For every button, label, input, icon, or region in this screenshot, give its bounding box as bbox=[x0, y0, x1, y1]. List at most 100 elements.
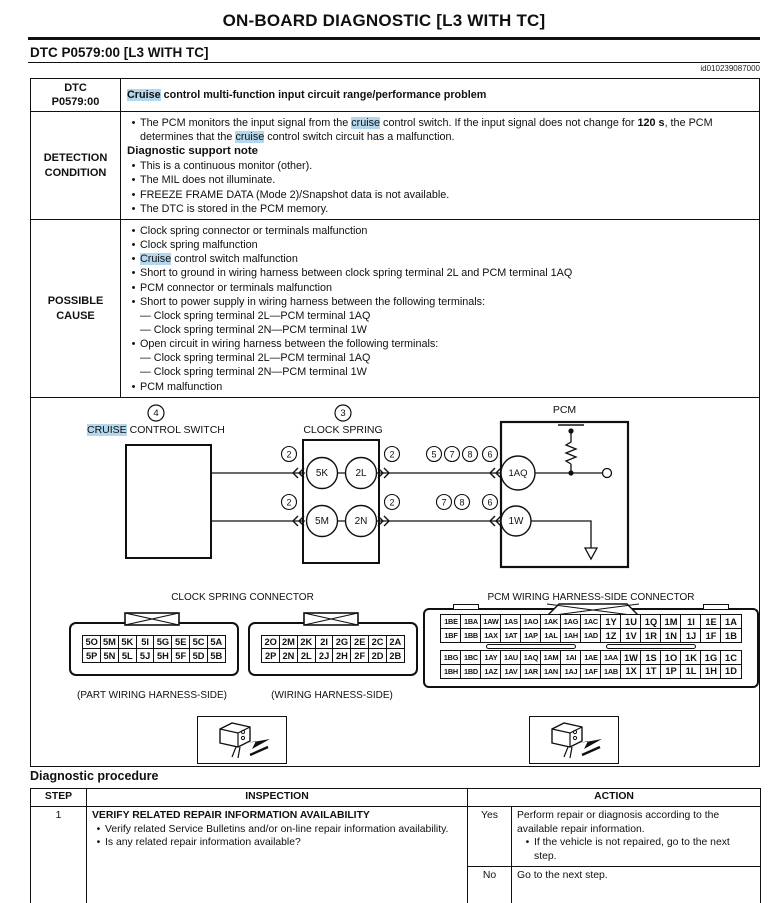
pin-cell: 1AO bbox=[520, 614, 542, 630]
svg-text:8: 8 bbox=[467, 450, 472, 460]
pin-cell: 5D bbox=[189, 648, 209, 664]
list-item: •FREEZE FRAME DATA (Mode 2)/Snapshot dat… bbox=[131, 188, 450, 201]
pin-cell: 1T bbox=[640, 663, 662, 679]
pin-cell: 5H bbox=[153, 648, 173, 664]
pin-cell: 1BE bbox=[440, 614, 462, 630]
list-item: •Is any related repair information avail… bbox=[96, 837, 301, 849]
list-item: •Open circuit in wiring harness between … bbox=[131, 338, 439, 351]
pin-cell: 1AF bbox=[580, 663, 602, 679]
pin-cell: 1AP bbox=[520, 628, 542, 644]
pin-cell: 2K bbox=[296, 634, 316, 650]
detection-condition-list: •The PCM monitors the input signal from … bbox=[121, 112, 759, 219]
action-header: ACTION bbox=[466, 788, 762, 807]
pin-cell: 2C bbox=[368, 634, 388, 650]
list-item: •If the vehicle is not repaired, go to t… bbox=[525, 837, 730, 862]
pin-cell: 1AC bbox=[580, 614, 602, 630]
wiring-diagram-svg: 4 3 bbox=[125, 404, 630, 569]
terminal-2l: 2L bbox=[355, 468, 367, 479]
list-item: — Clock spring terminal 2L—PCM terminal … bbox=[140, 352, 371, 365]
pin-cell: 1R bbox=[640, 628, 662, 644]
pin-cell: 1AT bbox=[500, 628, 522, 644]
pin-cell: 1AG bbox=[560, 614, 582, 630]
list-item: •PCM malfunction bbox=[131, 380, 223, 393]
clock-spring-terminals: 5K 2L 5M 2N bbox=[305, 456, 378, 538]
list-item: — Clock spring terminal 2N—PCM terminal … bbox=[140, 366, 367, 379]
connector-view-icon bbox=[529, 716, 619, 764]
possible-cause-row: POSSIBLE CAUSE •Clock spring connector o… bbox=[31, 219, 759, 397]
pin-cell: 1M bbox=[660, 614, 682, 630]
pcm-terminals: 1AQ 1W bbox=[500, 455, 536, 537]
list-item: •Clock spring connector or terminals mal… bbox=[131, 225, 368, 237]
pin-cell: 1AK bbox=[540, 614, 562, 630]
table-row: No Go to the next step. bbox=[31, 865, 762, 903]
pin-cell: 1BD bbox=[460, 663, 482, 679]
list-item: — Clock spring terminal 2N—PCM terminal … bbox=[140, 323, 367, 336]
pin-cell: 2H bbox=[332, 648, 352, 664]
pin-cell: 1BG bbox=[440, 650, 462, 666]
possible-cause-label: POSSIBLE CAUSE bbox=[31, 220, 121, 397]
dtc-label: DTC P0579:00 bbox=[31, 79, 121, 111]
pin-cell: 1AQ bbox=[520, 650, 542, 666]
list-item: •Short to power supply in wiring harness… bbox=[131, 295, 486, 308]
pin-cell: 1AJ bbox=[560, 663, 582, 679]
svg-text:4: 4 bbox=[153, 408, 158, 419]
list-item: •The PCM monitors the input signal from … bbox=[131, 117, 713, 144]
pin-cell: 5M bbox=[99, 634, 119, 650]
pin-cell: 1B bbox=[720, 628, 742, 644]
wiring-diagram-row: 4 3 bbox=[31, 397, 759, 766]
pin-cell: 5E bbox=[171, 634, 191, 650]
pin-cell: 2B bbox=[385, 648, 405, 664]
heading-rule bbox=[28, 62, 760, 64]
pin-cell: 1AU bbox=[500, 650, 522, 666]
pcm-internal-circuit bbox=[531, 424, 613, 561]
pin-cell: 1N bbox=[660, 628, 682, 644]
part-side-caption: (PART WIRING HARNESS-SIDE) bbox=[76, 690, 227, 701]
wire-callouts-top: 2 2 5 7 8 6 bbox=[280, 445, 499, 463]
pin-cell: 1AS bbox=[500, 614, 522, 630]
latch-icon bbox=[124, 612, 180, 626]
pin-cell: 1BA bbox=[460, 614, 482, 630]
pcm-connector-title: PCM WIRING HARNESS-SIDE CONNECTOR bbox=[487, 592, 695, 603]
list-item: •This is a continuous monitor (other). bbox=[131, 160, 313, 173]
pin-cell: 2P bbox=[261, 648, 281, 664]
list-item: — Clock spring terminal 2L—PCM terminal … bbox=[140, 309, 371, 322]
pin-cell: 1D bbox=[720, 663, 742, 679]
pin-cell: 5L bbox=[117, 648, 137, 664]
clockspring-to-pcm-wires bbox=[377, 472, 501, 522]
answer-no: No bbox=[467, 865, 512, 903]
connector-chevrons bbox=[292, 467, 502, 527]
pin-cell: 1U bbox=[620, 614, 642, 630]
svg-text:6: 6 bbox=[487, 450, 492, 460]
pin-cell: 1G bbox=[700, 650, 722, 666]
pin-cell: 1AX bbox=[480, 628, 502, 644]
svg-text:2: 2 bbox=[389, 498, 394, 508]
wire-callouts-bottom: 2 2 7 8 6 bbox=[280, 493, 499, 511]
pin-cell: 5F bbox=[171, 648, 191, 664]
svg-text:3: 3 bbox=[340, 408, 345, 419]
connector-tab bbox=[703, 604, 729, 610]
pin-cell: 2M bbox=[278, 634, 298, 650]
list-item: Diagnostic support note bbox=[127, 145, 258, 158]
clock-spring-box bbox=[302, 439, 380, 564]
latch-icon bbox=[303, 612, 359, 626]
pin-cell: 5N bbox=[99, 648, 119, 664]
list-item: Perform repair or diagnosis according to… bbox=[517, 810, 720, 835]
pin-cell: 2N bbox=[278, 648, 298, 664]
action-yes-cell: Perform repair or diagnosis according to… bbox=[510, 806, 762, 867]
svg-text:5: 5 bbox=[431, 450, 436, 460]
pin-cell: 1X bbox=[620, 663, 642, 679]
pin-cell: 2E bbox=[350, 634, 370, 650]
pin-cell: 2O bbox=[261, 634, 281, 650]
doc-id: id010239087000 bbox=[700, 64, 760, 73]
pin-cell: 1S bbox=[640, 650, 662, 666]
pin-cell: 1AI bbox=[560, 650, 582, 666]
pin-cell: 5A bbox=[206, 634, 226, 650]
pin-cell: 5J bbox=[135, 648, 155, 664]
pin-cell: 1Y bbox=[600, 614, 622, 630]
connector-view-icon bbox=[197, 716, 287, 764]
svg-text:8: 8 bbox=[459, 498, 464, 508]
diagnostic-procedure-heading: Diagnostic procedure bbox=[30, 769, 159, 783]
pin-cell: 1E bbox=[700, 614, 722, 630]
